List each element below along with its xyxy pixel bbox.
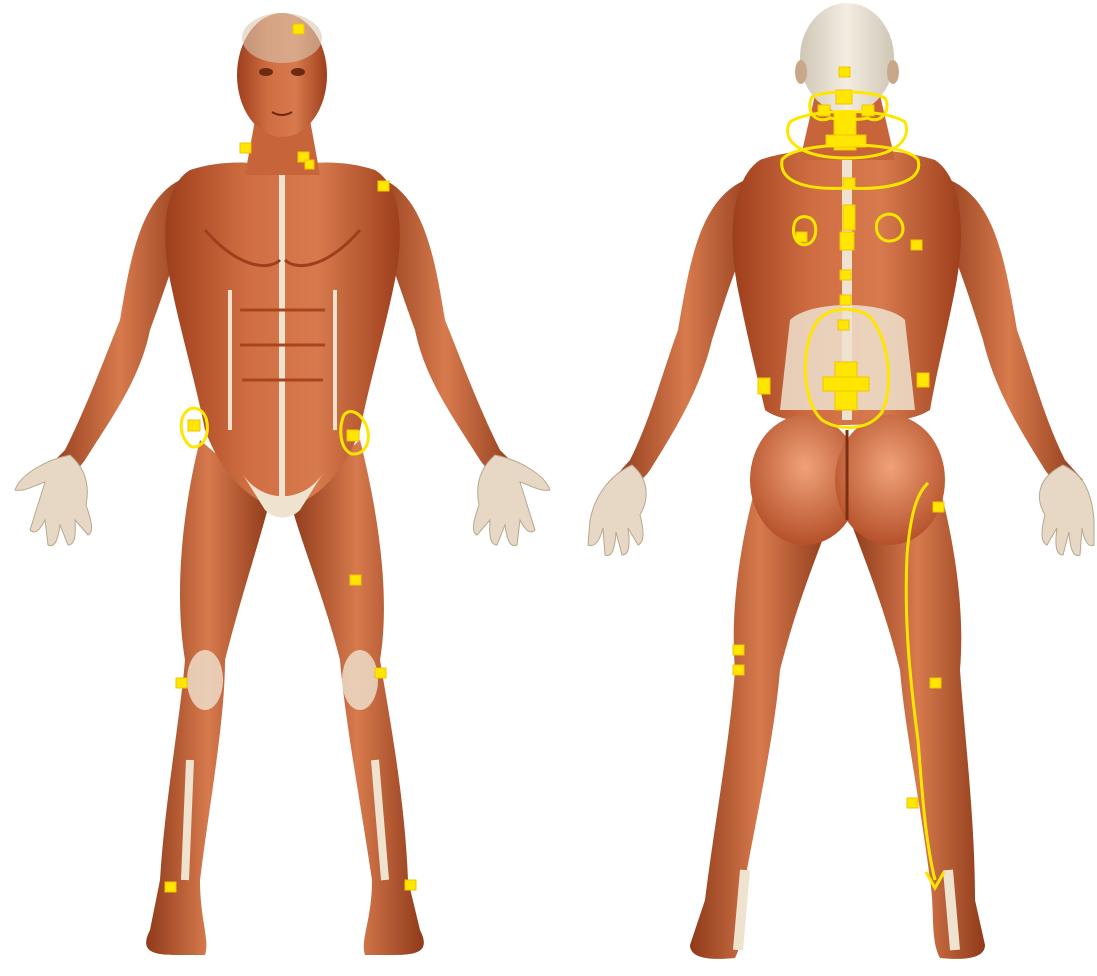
marker-back-sacrum-cross: [823, 377, 869, 391]
marker-front-hip-right: [347, 430, 359, 441]
back-right-glute: [835, 415, 945, 545]
marker-back-spine-3: [840, 232, 854, 250]
back-right-hand: [1039, 465, 1094, 556]
marker-front-neck-left: [240, 143, 251, 153]
back-right-leg: [850, 470, 985, 959]
front-right-hand: [473, 455, 550, 546]
marker-front-ankle-right: [405, 880, 416, 890]
marker-front-thigh-right: [350, 575, 361, 585]
marker-back-flank-right: [917, 373, 929, 387]
marker-back-knee-right: [930, 678, 941, 688]
marker-back-lumbar-1: [838, 320, 849, 330]
marker-front-head: [293, 24, 304, 34]
marker-back-neck-3: [862, 105, 874, 116]
marker-back-flank-left: [758, 378, 770, 394]
marker-front-shoulder-right: [378, 181, 389, 191]
marker-back-head: [839, 67, 850, 77]
marker-back-hip-right: [933, 502, 944, 512]
marker-back-spine-4: [840, 270, 851, 280]
marker-front-ankle-left: [165, 882, 176, 892]
front-figure: [15, 13, 550, 955]
marker-front-hip-left: [188, 420, 200, 431]
marker-front-knee-right: [375, 668, 386, 678]
marker-back-thigh-left-1: [733, 645, 744, 655]
marker-back-spine-2: [843, 205, 855, 230]
back-left-hand: [588, 465, 646, 556]
marker-back-scapula-right: [911, 240, 922, 250]
marker-front-neck-right-2: [305, 160, 314, 169]
marker-front-knee-left: [176, 678, 187, 688]
marker-back-calf-right: [907, 798, 918, 808]
marker-back-thigh-left-2: [733, 665, 744, 675]
marker-back-spine-5: [840, 295, 851, 305]
front-left-hand: [15, 455, 92, 546]
